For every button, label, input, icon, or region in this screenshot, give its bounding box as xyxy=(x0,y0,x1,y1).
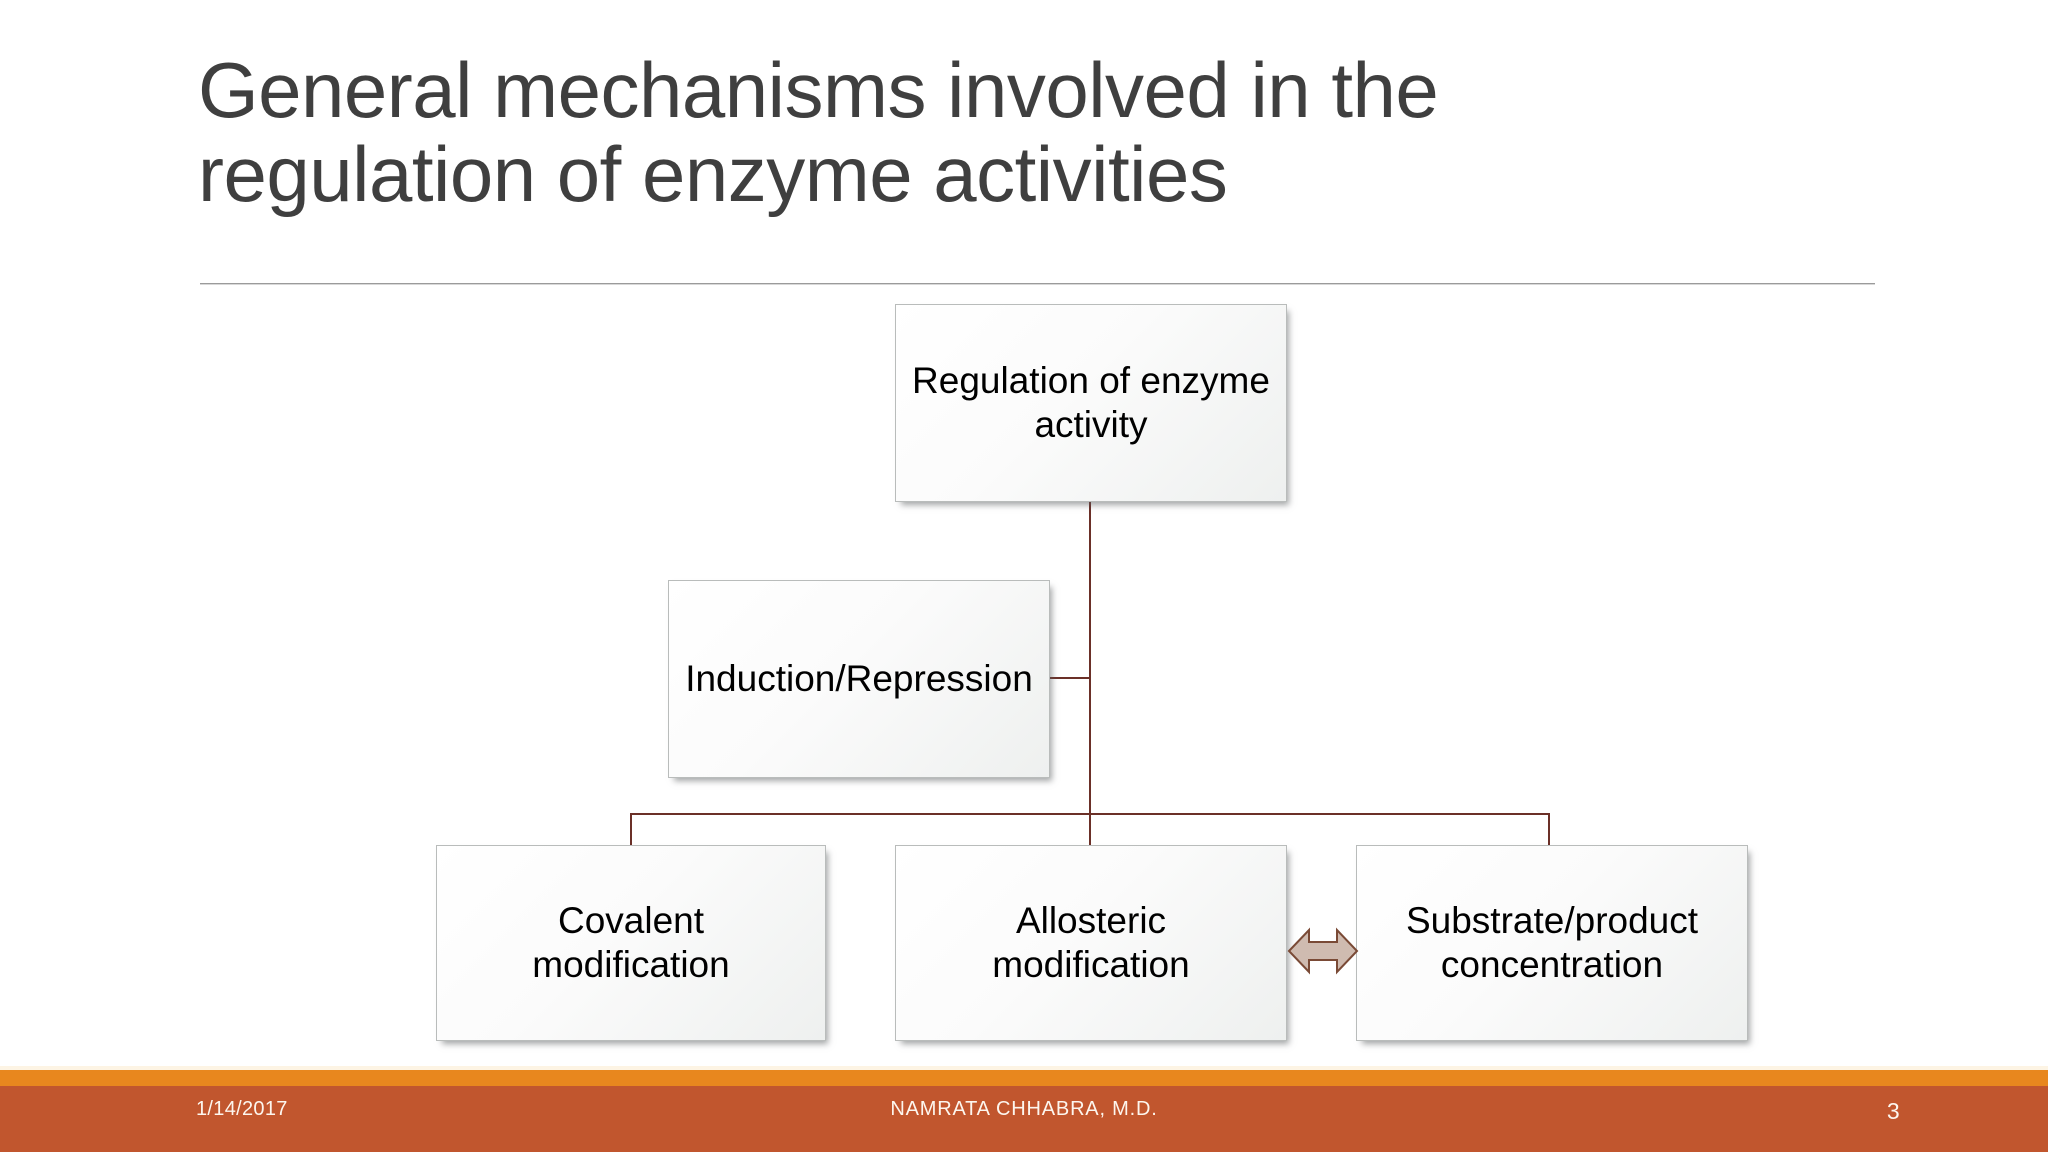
flowchart-diagram: Regulation of enzyme activity Induction/… xyxy=(436,304,1748,1041)
node-label: Induction/Repression xyxy=(685,658,1033,700)
page-title: General mechanisms involved in the regul… xyxy=(198,46,1439,219)
connector-to-covalent xyxy=(630,813,632,847)
connector-root-trunk xyxy=(1089,500,1091,813)
slide-footer: 1/14/2017 NAMRATA CHHABRA, M.D. 3 xyxy=(0,1066,2048,1152)
footer-accent-band xyxy=(0,1070,2048,1086)
node-label: Regulation of enzyme activity xyxy=(912,360,1270,445)
title-block: General mechanisms involved in the regul… xyxy=(198,46,1888,219)
node-allosteric-modification[interactable]: Allosteric modification xyxy=(895,845,1287,1041)
footer-author: NAMRATA CHHABRA, M.D. xyxy=(890,1098,1158,1120)
node-label: Allosteric modification xyxy=(992,900,1190,985)
footer-slide-number: 3 xyxy=(1886,1098,1900,1124)
node-regulation-of-enzyme-activity[interactable]: Regulation of enzyme activity xyxy=(895,304,1287,502)
connector-to-substrate xyxy=(1548,813,1550,847)
node-label: Covalent modification xyxy=(532,900,730,985)
node-label: Substrate/product concentration xyxy=(1405,900,1699,985)
double-headed-arrow-icon xyxy=(1287,927,1359,975)
node-induction-repression[interactable]: Induction/Repression xyxy=(668,580,1050,778)
footer-date: 1/14/2017 xyxy=(196,1098,288,1120)
connector-root-to-induction xyxy=(1048,677,1091,679)
footer-hairline xyxy=(0,1066,2048,1070)
connector-to-allosteric xyxy=(1089,813,1091,847)
node-covalent-modification[interactable]: Covalent modification xyxy=(436,845,826,1041)
node-substrate-product-concentration[interactable]: Substrate/product concentration xyxy=(1356,845,1748,1041)
footer-main-bar xyxy=(0,1086,2048,1152)
title-divider-rule xyxy=(200,283,1875,285)
